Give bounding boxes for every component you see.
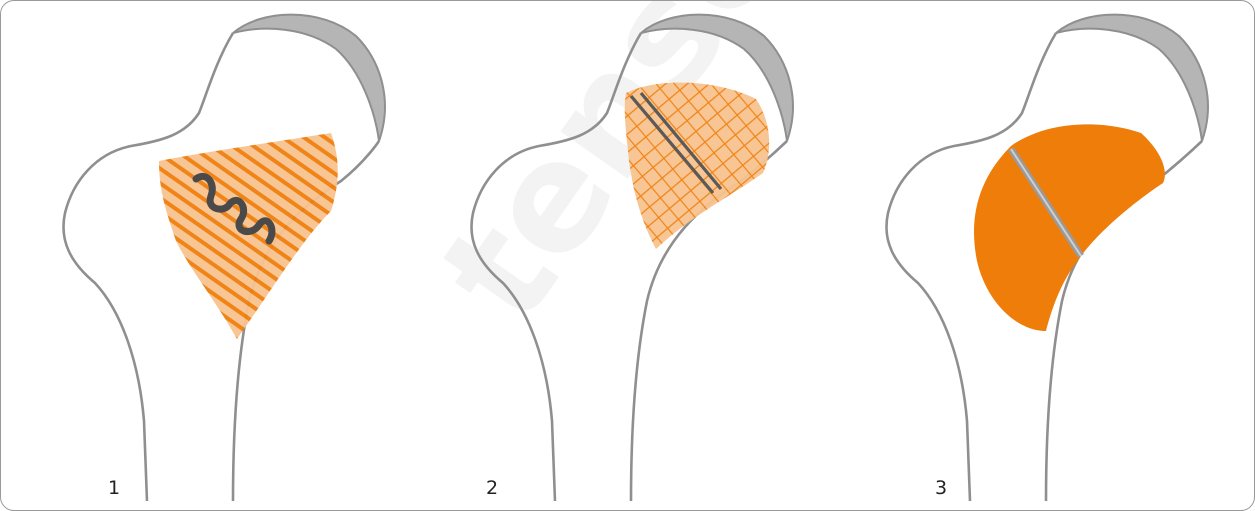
- panel-3-bone: [886, 15, 1207, 501]
- panel-1-bone: [63, 15, 384, 501]
- panel-3-label: 3: [935, 479, 947, 498]
- panel-1-label: 1: [108, 479, 120, 498]
- healed-bone-area: [974, 124, 1165, 331]
- callus-hatched-area: [159, 133, 338, 339]
- callus-grid-area: [625, 83, 769, 249]
- panel-2-label: 2: [486, 479, 498, 498]
